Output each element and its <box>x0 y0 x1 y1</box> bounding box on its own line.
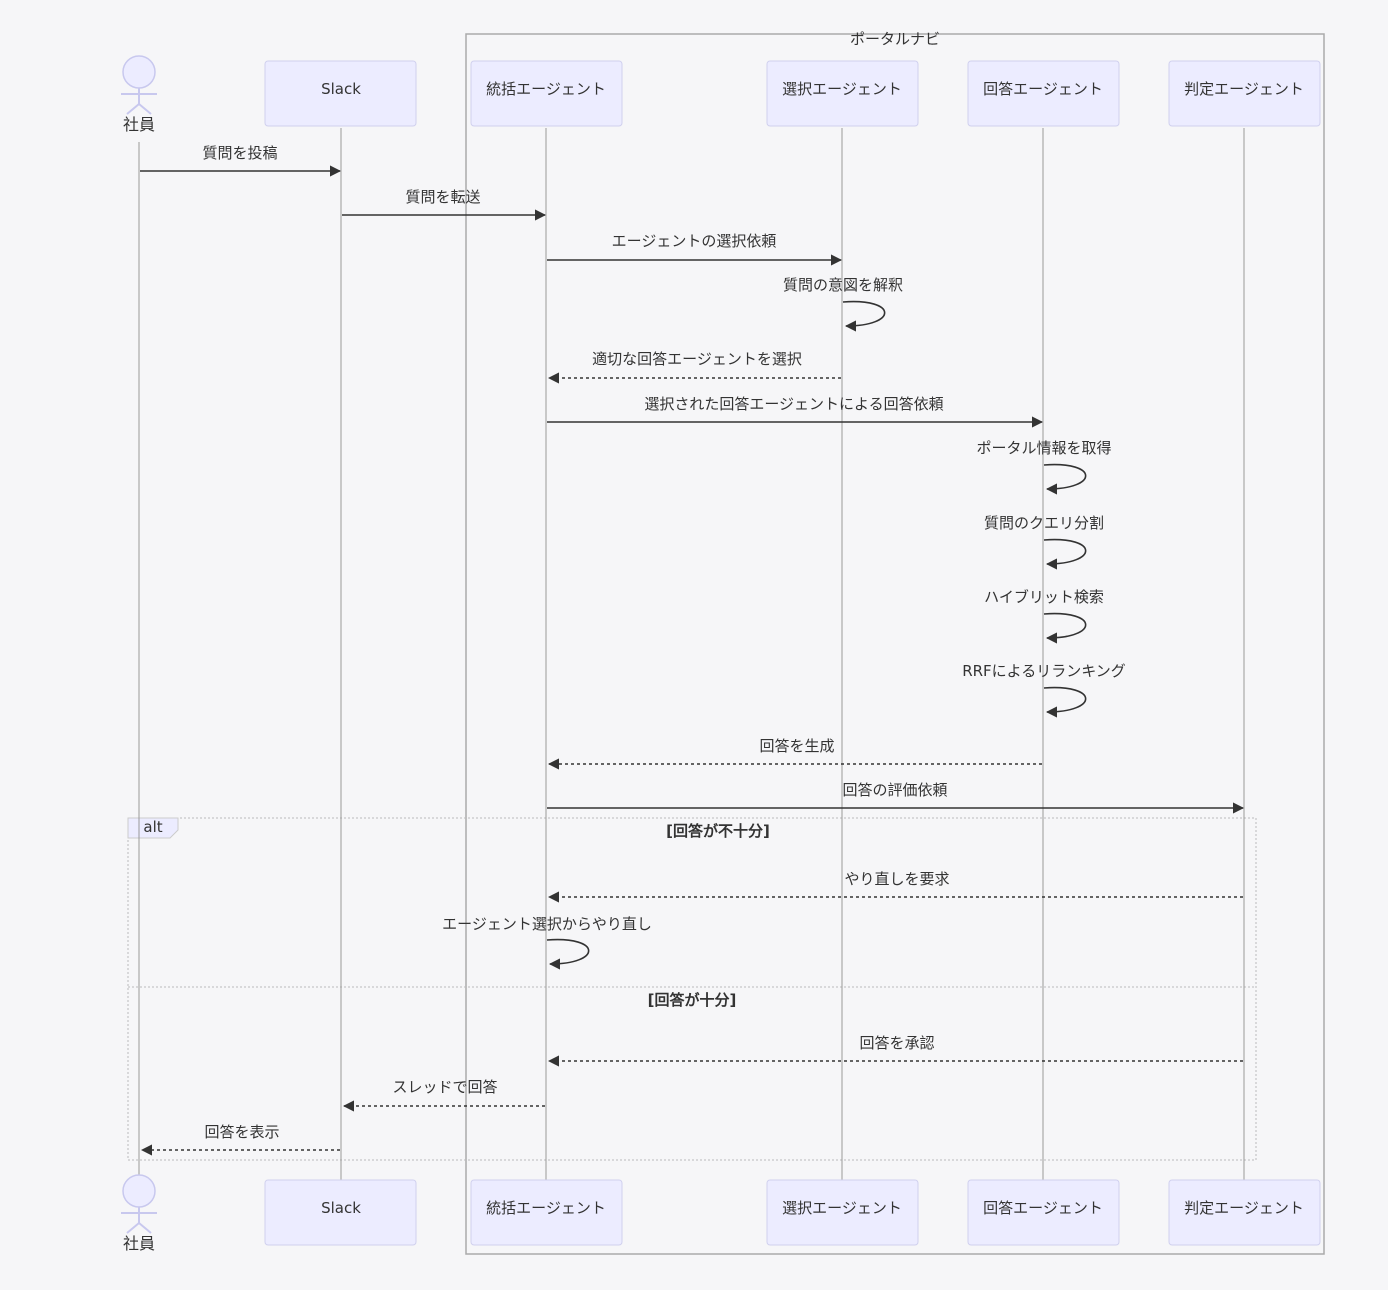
message-label: RRFによるリランキング <box>962 662 1126 680</box>
group-label: ポータルナビ <box>850 30 940 48</box>
participant-judge-bottom: 判定エージェント <box>1168 1179 1321 1246</box>
message-label: 質問を投稿 <box>202 144 277 162</box>
message-post-question: 質問を投稿 <box>140 144 342 177</box>
participant-label: 統括エージェント <box>486 80 606 98</box>
actor-head-icon <box>122 1174 156 1208</box>
message-hybrid-search: ハイブリット検索 <box>984 588 1104 644</box>
participant-label: 選択エージェント <box>782 80 902 98</box>
message-approve-answer: 回答を承認 <box>547 1034 1243 1067</box>
participant-label: 選択エージェント <box>782 1199 902 1217</box>
participant-answerer-bottom: 回答エージェント <box>967 1179 1120 1246</box>
message-selection-request: エージェントの選択依頼 <box>547 232 843 266</box>
participants-top: 社員 Slack 統括エージェント 選択エージェント 回答エージェント 判定エー… <box>121 55 1321 134</box>
message-label: やり直しを要求 <box>844 870 949 888</box>
alt-condition-insufficient: [回答が不十分] <box>666 822 770 840</box>
message-rrf-reranking: RRFによるリランキング <box>962 662 1126 718</box>
participant-label: 回答エージェント <box>983 1199 1103 1217</box>
message-label: ポータル情報を取得 <box>976 439 1111 457</box>
participant-slack: Slack <box>264 60 417 127</box>
message-evaluation-request: 回答の評価依頼 <box>547 781 1245 814</box>
message-label: エージェント選択からやり直し <box>442 915 652 933</box>
message-interpret-intent: 質問の意図を解釈 <box>783 276 903 332</box>
actor-head-icon <box>122 55 156 89</box>
participant-orchestrator: 統括エージェント <box>470 60 623 127</box>
message-label: 質問のクエリ分割 <box>984 514 1104 532</box>
message-label: 回答を生成 <box>759 737 834 755</box>
participant-label: 回答エージェント <box>983 80 1103 98</box>
actor-label: 社員 <box>123 1234 155 1253</box>
participant-label: Slack <box>321 1199 361 1217</box>
message-label: 回答の評価依頼 <box>842 781 947 799</box>
participant-orchestrator-bottom: 統括エージェント <box>470 1179 623 1246</box>
message-label: スレッドで回答 <box>392 1078 497 1096</box>
alt-keyword: alt <box>143 818 162 836</box>
participant-slack-bottom: Slack <box>264 1179 417 1246</box>
message-answer-request: 選択された回答エージェントによる回答依頼 <box>547 395 1044 428</box>
participant-label: 統括エージェント <box>486 1199 606 1217</box>
alt-fragment: alt [回答が不十分] [回答が十分] <box>127 817 1257 1161</box>
message-get-portal-info: ポータル情報を取得 <box>976 439 1112 495</box>
message-label: 質問の意図を解釈 <box>783 276 903 294</box>
message-label: 質問を転送 <box>405 188 480 206</box>
participant-label: Slack <box>321 80 361 98</box>
message-label: 選択された回答エージェントによる回答依頼 <box>644 395 943 413</box>
lifelines <box>138 128 1245 1180</box>
participant-judge: 判定エージェント <box>1168 60 1321 127</box>
participant-selector: 選択エージェント <box>766 60 919 127</box>
messages: 質問を投稿 質問を転送 エージェントの選択依頼 質問の意図を解釈 適切な回答エー… <box>140 144 1245 1156</box>
message-label: 回答を表示 <box>204 1123 279 1141</box>
message-label: 適切な回答エージェントを選択 <box>592 350 802 368</box>
participant-label: 判定エージェント <box>1184 80 1304 98</box>
message-forward-question: 質問を転送 <box>342 188 547 221</box>
actor-employee-bottom: 社員 <box>121 1174 157 1253</box>
message-redo-from-selection: エージェント選択からやり直し <box>442 915 652 970</box>
message-show-answer: 回答を表示 <box>140 1123 340 1156</box>
alt-condition-sufficient: [回答が十分] <box>648 991 737 1009</box>
participants-bottom: 社員 Slack 統括エージェント 選択エージェント 回答エージェント 判定エー… <box>121 1174 1321 1253</box>
participant-selector-bottom: 選択エージェント <box>766 1179 919 1246</box>
participant-answerer: 回答エージェント <box>967 60 1120 127</box>
message-generate-answer: 回答を生成 <box>547 737 1042 770</box>
participant-label: 判定エージェント <box>1184 1199 1304 1217</box>
message-request-redo: やり直しを要求 <box>547 870 1243 903</box>
message-label: 回答を承認 <box>859 1034 934 1052</box>
message-query-split: 質問のクエリ分割 <box>984 514 1104 570</box>
actor-label: 社員 <box>123 115 155 134</box>
message-reply-in-thread: スレッドで回答 <box>342 1078 545 1112</box>
group-portal-navi: ポータルナビ <box>465 30 1325 1255</box>
actor-employee: 社員 <box>121 55 157 134</box>
message-label: エージェントの選択依頼 <box>612 232 777 250</box>
message-label: ハイブリット検索 <box>984 588 1104 606</box>
message-select-answerer: 適切な回答エージェントを選択 <box>547 350 841 384</box>
